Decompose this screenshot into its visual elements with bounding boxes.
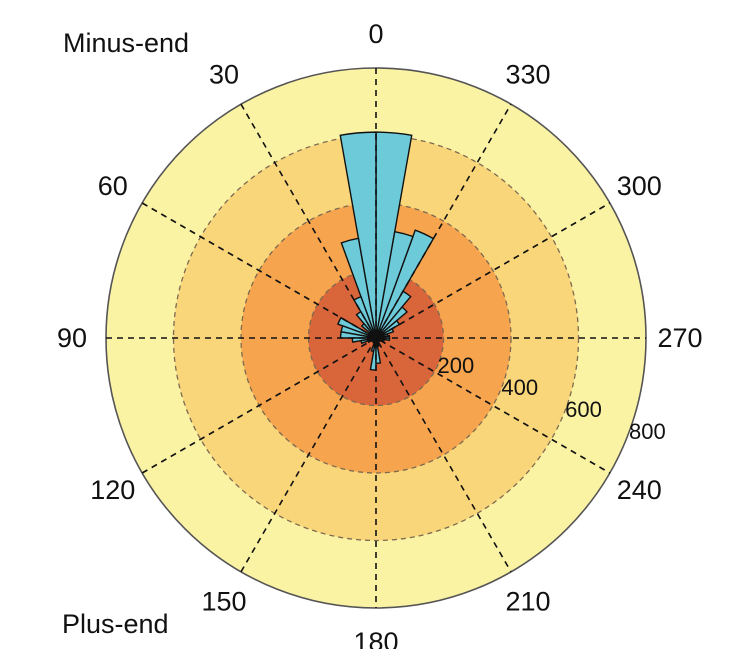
angle-tick-label-60: 60	[98, 171, 128, 201]
minus-end-label: Minus-end	[63, 28, 190, 58]
angle-tick-label-150: 150	[201, 586, 246, 616]
radial-tick-label-600: 600	[565, 397, 602, 422]
angle-tick-label-0: 0	[368, 19, 383, 49]
histogram-bar-340-350	[375, 230, 414, 339]
radial-tick-label-400: 400	[501, 375, 538, 400]
histogram-bar-60-70	[337, 316, 377, 339]
angle-tick-label-270: 270	[657, 323, 702, 353]
angle-tick-label-30: 30	[209, 60, 239, 90]
angle-tick-label-210: 210	[505, 586, 550, 616]
plus-end-label: Plus-end	[62, 609, 169, 639]
angle-tick-label-180: 180	[353, 627, 398, 649]
angle-tick-label-120: 120	[90, 475, 135, 505]
histogram-bars	[337, 131, 435, 371]
angle-tick-label-240: 240	[617, 475, 662, 505]
angle-tick-label-330: 330	[505, 60, 550, 90]
radial-tick-labels: 200 400 600 800	[438, 353, 666, 444]
radial-tick-label-200: 200	[438, 353, 475, 378]
angle-tick-label-90: 90	[57, 323, 87, 353]
angle-tick-label-300: 300	[617, 171, 662, 201]
histogram-bar-330-340	[375, 229, 435, 339]
angular-gridline-150	[240, 103, 512, 573]
radial-tick-label-800: 800	[629, 419, 666, 444]
angular-gridlines	[106, 68, 646, 608]
angle-tick-labels: 0 30 60 90 120 150 180 210 240 270 300 330	[57, 19, 703, 654]
